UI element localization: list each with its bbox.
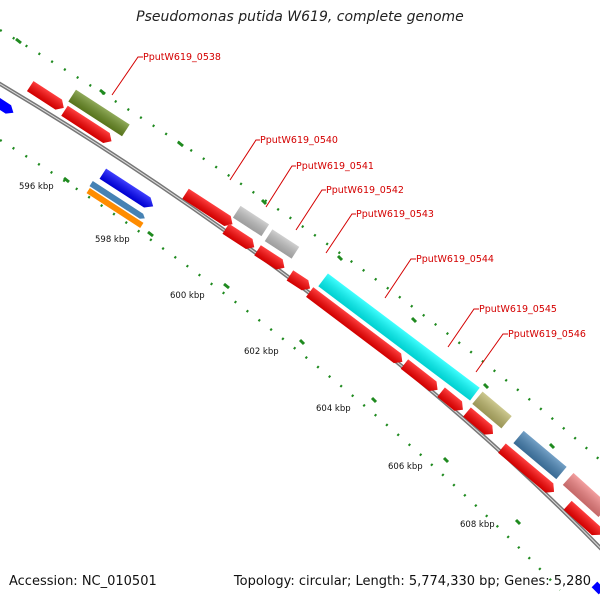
gene-salmon (562, 472, 600, 518)
major-tick (548, 442, 556, 450)
leader-0545 (447, 308, 479, 348)
major-tick (99, 88, 106, 96)
gene-red-0543 (306, 287, 403, 364)
scale-label-598: 598 kbp (95, 235, 130, 245)
gene-label-0546: PputW619_0546 (508, 329, 586, 340)
scale-label-608: 608 kbp (460, 520, 495, 530)
genome-backbone-highlight (0, 83, 600, 549)
scale-label-596: 596 kbp (19, 182, 54, 192)
gene-red-b (61, 105, 112, 144)
gene-red-0540 (182, 188, 233, 227)
gene-olive-0538 (68, 89, 130, 137)
gene-label-0545: PputW619_0545 (479, 304, 557, 315)
gene-steelblue (89, 181, 145, 219)
inner-major-ticks (63, 176, 522, 526)
gene-red-i (498, 443, 555, 493)
major-tick (442, 456, 450, 464)
leader-0544 (384, 258, 416, 299)
gene-orange (86, 188, 144, 228)
gene-label-0538: PputW619_0538 (143, 52, 221, 63)
gene-khaki-0545 (472, 391, 512, 429)
gene-red-j (563, 500, 600, 536)
outer-major-ticks (15, 37, 556, 450)
gene-red-g (437, 387, 463, 411)
scale-label-600: 600 kbp (170, 291, 205, 301)
major-tick (410, 316, 418, 324)
outer-scale-line (0, 28, 600, 461)
scale-label-602: 602 kbp (244, 347, 279, 357)
leader-0546 (475, 333, 508, 373)
leader-0540 (229, 139, 260, 181)
gene-label-0543: PputW619_0543 (356, 209, 434, 220)
scale-label-606: 606 kbp (388, 462, 423, 472)
major-tick (514, 518, 522, 526)
gene-red-d (254, 245, 285, 270)
major-tick (298, 338, 306, 346)
gene-silver-0541 (232, 205, 270, 237)
gene-label-0542: PputW619_0542 (326, 185, 404, 196)
gene-red-a (26, 81, 64, 110)
major-tick (370, 396, 378, 404)
leader-0541 (265, 165, 296, 208)
major-tick (223, 282, 230, 290)
map-title: Pseudomonas putida W619, complete genome (136, 9, 464, 25)
gene-red-c (222, 223, 255, 250)
gene-label-0544: PputW619_0544 (416, 254, 494, 265)
gene-label-0541: PputW619_0541 (296, 161, 374, 172)
leader-0543 (325, 213, 356, 254)
major-tick (260, 198, 268, 206)
gene-red-h (463, 407, 494, 435)
major-tick (63, 176, 70, 184)
genome-backbone (0, 81, 600, 551)
gene-blue-partial (0, 94, 14, 114)
topology-text: Topology: circular; Length: 5,774,330 bp… (233, 574, 591, 589)
gene-blue-0539 (99, 168, 154, 208)
accession-text: Accession: NC_010501 (9, 574, 157, 589)
gene-red-f (400, 359, 438, 391)
major-tick (15, 37, 22, 45)
gene-blue-corner (591, 581, 600, 595)
scale-label-604: 604 kbp (316, 404, 351, 414)
leader-0542 (295, 189, 326, 231)
major-tick (177, 140, 184, 148)
gene-cyan-0544 (318, 273, 480, 401)
major-tick (336, 254, 344, 262)
major-tick (482, 382, 490, 390)
gene-steelblue-0546 (513, 430, 567, 480)
gene-label-0540: PputW619_0540 (260, 135, 338, 146)
leader-0538 (111, 56, 143, 96)
major-tick (147, 230, 154, 238)
gene-red-e (286, 270, 311, 291)
gene-silver-0542 (264, 229, 300, 259)
